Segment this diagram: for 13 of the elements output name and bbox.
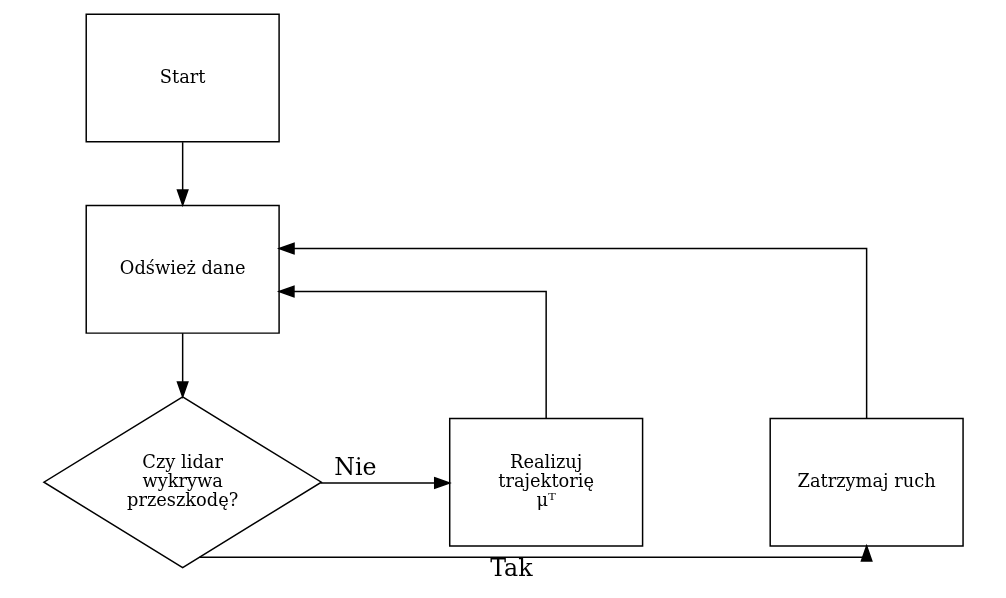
arrow [319,476,452,490]
node-box: Zatrzymaj ruch [768,417,964,547]
arrow [175,332,189,399]
arrow [198,543,873,562]
edge-label: Tak [489,554,533,583]
node-box: Start [85,13,280,143]
arrow [276,242,867,420]
node-diamond: Czy lidar wykrywa przeszkodę? [42,396,323,569]
edge-label: Nie [333,453,377,482]
node-box: Realizuj trajektorię μᵀ [448,417,643,547]
arrow [175,141,189,208]
arrow [276,285,547,419]
node-box: Odśwież dane [85,204,280,334]
